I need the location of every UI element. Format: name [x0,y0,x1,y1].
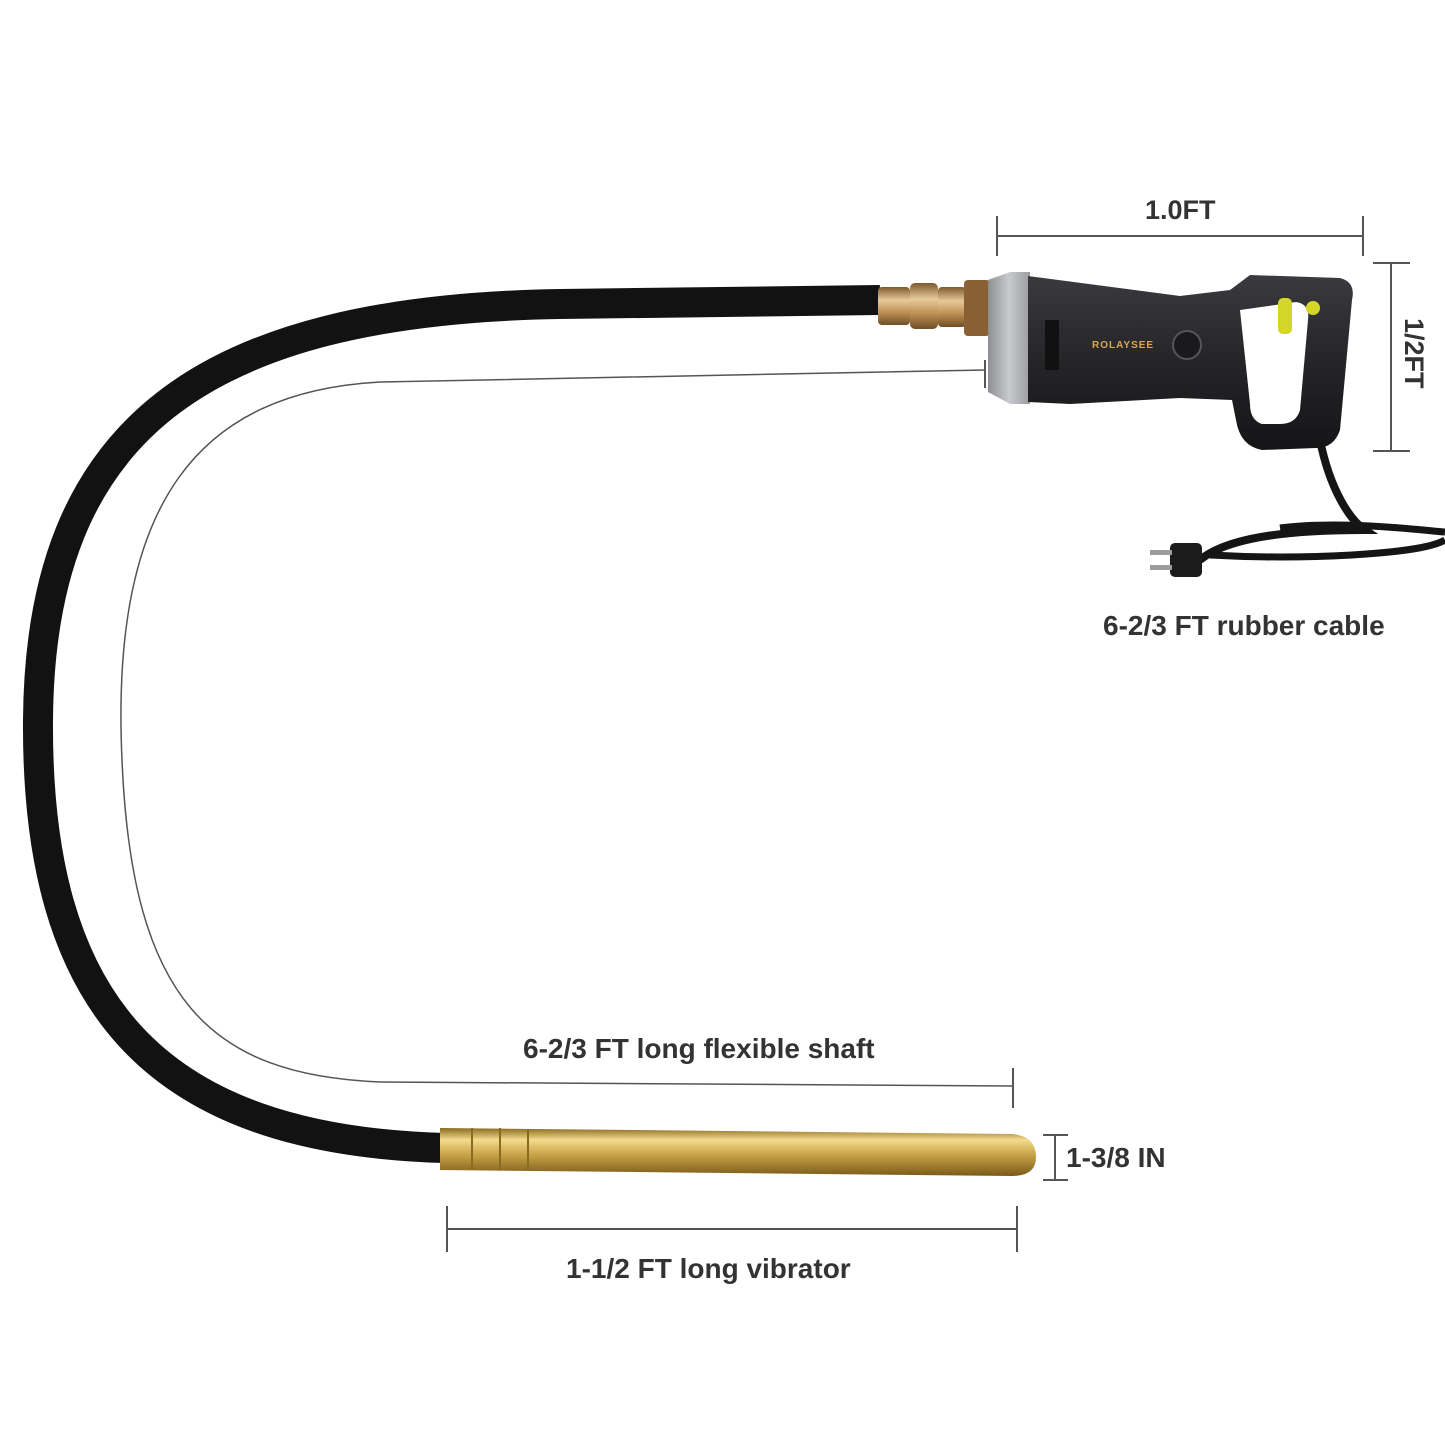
shaft-length-label: 6-2/3 FT long flexible shaft [523,1033,875,1064]
dimension-height [1373,262,1410,452]
motor-unit [988,272,1353,450]
cable-length-label: 6-2/3 FT rubber cable [1103,610,1385,641]
plug-icon [1150,543,1202,577]
vibrator-head [440,1128,1036,1176]
power-cord-coil [1209,521,1445,561]
dimension-width [996,216,1364,256]
switch-knob [1172,330,1202,360]
motor-width-label: 1.0FT [1145,195,1216,225]
dimension-diameter [1043,1134,1068,1181]
motor-height-label: 1/2FT [1399,318,1429,389]
power-cord [1197,439,1379,564]
motor-cap [988,272,1030,404]
trigger [1278,298,1292,334]
handle-opening [1240,302,1309,424]
dimension-vibrator [446,1206,1018,1252]
flexible-hose [22,285,881,1163]
vibrator-length-label: 1-1/2 FT long vibrator [566,1253,851,1284]
brand-logo: ROLAYSEE [1092,340,1155,351]
vent-slots [1045,320,1059,370]
diameter-label: 1-3/8 IN [1066,1142,1166,1173]
dimension-shaft-end [984,360,1014,1108]
shaft-guide-line [120,369,1014,1087]
brass-coupling [878,280,990,336]
trigger-lock [1306,301,1320,315]
